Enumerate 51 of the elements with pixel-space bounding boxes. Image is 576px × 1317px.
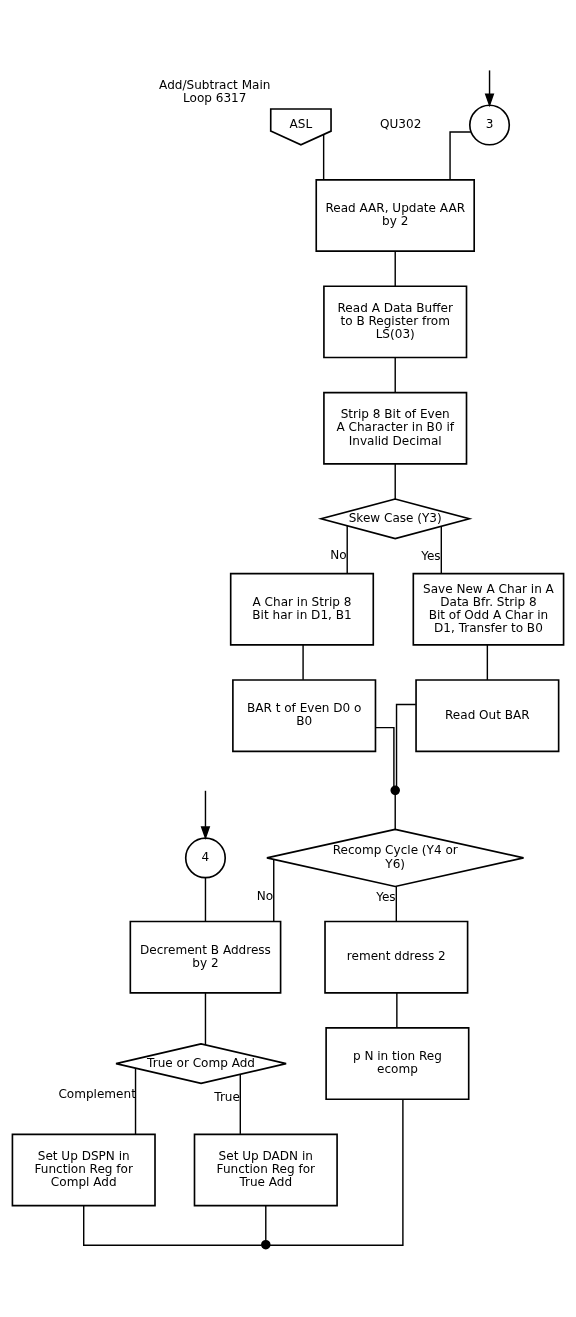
node-dot bbox=[261, 1239, 271, 1249]
connector bbox=[322, 133, 325, 180]
node-diamond: True or Comp Add bbox=[115, 1042, 287, 1084]
node-box: Save New A Char in A Data Bfr. Strip 8 Bit of Odd A Char in D1, Transfer to B0 bbox=[412, 572, 565, 646]
connector bbox=[395, 703, 417, 787]
arrow bbox=[484, 69, 495, 107]
node-box: Strip 8 Bit of Even A Character in B0 if Invalid Decimal bbox=[323, 391, 468, 465]
node-dot bbox=[390, 785, 400, 795]
node-diamond: Recomp Cycle (Y4 or Y6) bbox=[266, 828, 525, 887]
connector bbox=[204, 876, 207, 922]
node-box: p N in tion Reg ecomp bbox=[325, 1026, 470, 1100]
connector bbox=[394, 462, 396, 500]
node-box: rement ddress 2 bbox=[324, 920, 469, 994]
edge-label: No bbox=[330, 547, 347, 562]
connector bbox=[273, 858, 275, 922]
connector bbox=[449, 130, 472, 180]
connector bbox=[394, 356, 396, 393]
node-box: Read AAR, Update AAR by 2 bbox=[315, 178, 475, 252]
node-box: BAR t of Even D0 o B0 bbox=[232, 678, 377, 752]
connector bbox=[346, 524, 348, 574]
connector bbox=[134, 1066, 137, 1135]
node-box: A Char in Strip 8 Bit har in D1, B1 bbox=[229, 572, 375, 646]
node-box: Decrement B Address by 2 bbox=[129, 920, 282, 994]
node-box: Read Out BAR bbox=[415, 678, 560, 752]
connector bbox=[440, 525, 442, 574]
node-diamond: Skew Case (Y3) bbox=[317, 497, 473, 539]
connector bbox=[239, 1073, 241, 1135]
connector bbox=[395, 885, 398, 922]
connector bbox=[394, 793, 396, 830]
edge-label: True bbox=[214, 1089, 240, 1104]
node-circle: 3 bbox=[468, 103, 511, 146]
node-circle: 4 bbox=[184, 836, 227, 878]
edge-label: Complement bbox=[58, 1086, 136, 1101]
connector bbox=[302, 643, 304, 681]
connector bbox=[269, 1098, 404, 1246]
connector bbox=[265, 1204, 267, 1241]
connector bbox=[394, 250, 396, 287]
node-box: Read A Data Buffer to B Register from LS(03) bbox=[323, 284, 468, 358]
connector bbox=[204, 991, 207, 1046]
edge-label: No bbox=[256, 888, 274, 903]
node-box: Set Up DADN in Function Reg for True Add bbox=[193, 1133, 338, 1206]
connector bbox=[486, 643, 489, 681]
connector bbox=[83, 1204, 263, 1246]
connector bbox=[396, 991, 398, 1028]
edge-label: Yes bbox=[376, 889, 396, 904]
arrow bbox=[200, 789, 211, 840]
node-box: Set Up DSPN in Function Reg for Compl Add bbox=[11, 1133, 156, 1206]
node-label: Add/Subtract Main Loop 6317 bbox=[159, 77, 271, 105]
connector bbox=[375, 726, 395, 787]
label: QU302 bbox=[380, 116, 422, 131]
edge-label: Yes bbox=[421, 548, 441, 563]
